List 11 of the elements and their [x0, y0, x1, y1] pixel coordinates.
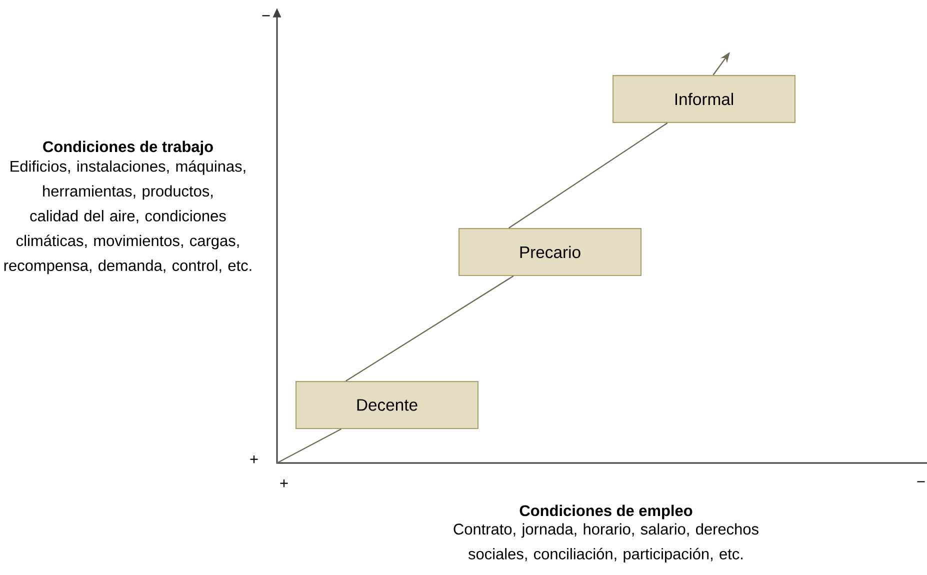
axis-description: Contrato, jornada, horario, salario, derechos sociales, conciliación, participación, etc.	[454, 523, 758, 562]
axis-sign: +	[280, 480, 288, 488]
axis-sign: −	[917, 481, 925, 482]
axis-sign: −	[262, 15, 270, 16]
category-box: Precario	[458, 228, 642, 276]
category-box: Informal	[612, 75, 796, 123]
axis-description: Edificios, instalaciones, máquinas, herramientas, productos, calidad del aire, condiciones climáticas, movimientos, cargas, recompensa, demanda, control, etc.	[4, 160, 252, 274]
axis-title: Condiciones de trabajo	[43, 140, 213, 156]
category-box: Decente	[295, 381, 479, 429]
axis-title: Condiciones de empleo	[520, 504, 692, 520]
axis-sign: +	[250, 456, 258, 464]
